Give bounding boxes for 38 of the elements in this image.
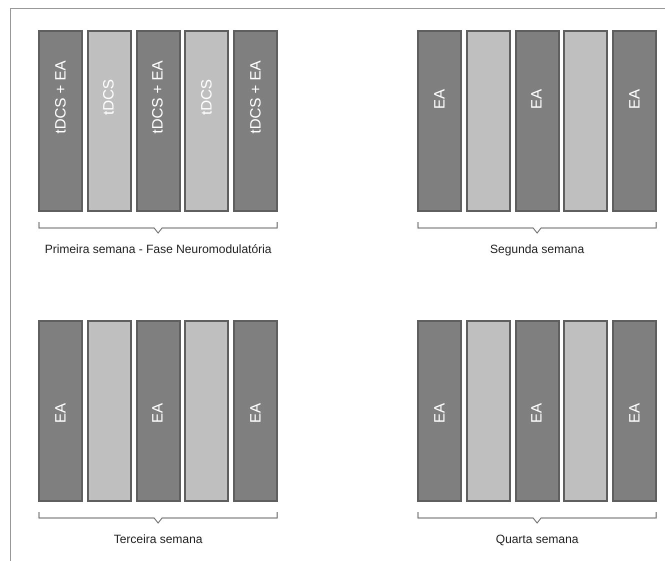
session-bar — [563, 30, 608, 212]
bar-label: EA — [53, 403, 68, 423]
session-bar — [233, 30, 278, 212]
session-bar — [86, 320, 132, 502]
bar-label: tDCS — [199, 79, 214, 115]
week-caption: Segunda semana — [490, 242, 584, 256]
session-bar — [514, 320, 560, 502]
bar-label: EA — [432, 403, 447, 423]
session-bar — [136, 30, 181, 212]
bar-label: EA — [627, 89, 642, 109]
bar-label: EA — [627, 403, 642, 423]
session-bar — [136, 320, 181, 502]
bar-label: EA — [530, 89, 545, 109]
session-bar — [612, 320, 658, 502]
bar-label: EA — [150, 403, 166, 423]
bar-label: tDCS + EA — [150, 60, 166, 134]
session-bar — [417, 30, 462, 212]
session-bar — [184, 30, 230, 212]
session-bar — [86, 30, 132, 212]
week-caption: Primeira semana - Fase Neuromodulatória — [44, 242, 272, 256]
session-bar — [563, 320, 608, 502]
bar-label: tDCS + EA — [53, 60, 68, 134]
session-bar — [184, 320, 230, 502]
week-caption: Quarta semana — [496, 532, 578, 546]
bar-label: tDCS — [102, 79, 117, 115]
bar-label: EA — [248, 403, 264, 423]
session-bar — [417, 320, 462, 502]
session-bar — [466, 30, 511, 212]
session-bar — [38, 30, 83, 212]
bar-label: EA — [432, 89, 447, 109]
bar-label: tDCS + EA — [248, 60, 264, 134]
session-bar — [233, 320, 278, 502]
session-bar — [38, 320, 83, 502]
session-bar — [514, 30, 560, 212]
bar-label: EA — [530, 403, 545, 423]
session-bar — [466, 320, 511, 502]
week-caption: Terceira semana — [114, 532, 202, 546]
session-bar — [612, 30, 658, 212]
